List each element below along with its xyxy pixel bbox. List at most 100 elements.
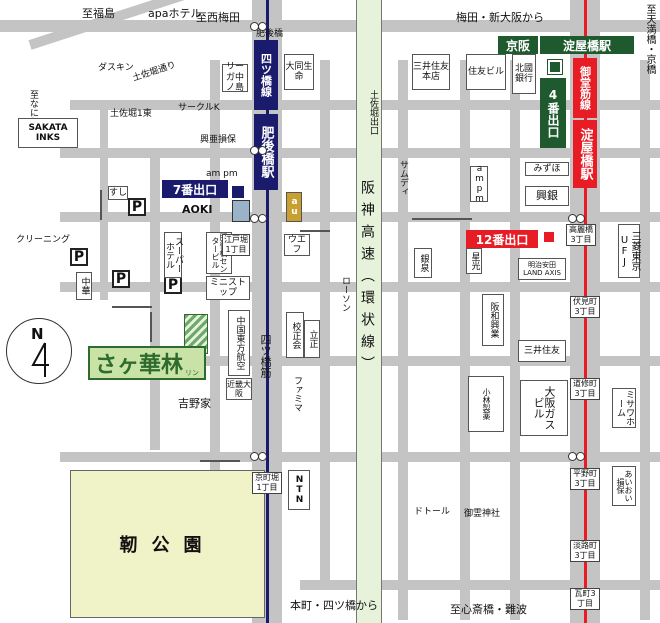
label-shinsaibashi: 至心斎橋・難波 bbox=[450, 603, 527, 616]
block-misawa-label: ミサワホーム bbox=[615, 390, 634, 426]
yotsubashi-line bbox=[266, 0, 269, 623]
block-aioi-label: あいおい損保 bbox=[616, 470, 633, 502]
signal-1 bbox=[250, 22, 272, 31]
block-ritsusei: 立正 bbox=[304, 320, 320, 358]
block-kyomachibori-label: 京町堀1丁目 bbox=[255, 473, 279, 492]
signal-2 bbox=[250, 146, 272, 155]
parking-1: P bbox=[128, 198, 146, 216]
block-mitsui-honten: 三井住友本店 bbox=[412, 54, 450, 90]
block-sumitomo-bldg-label: 住友ビル bbox=[467, 66, 504, 77]
block-sumitomo-bldg: 住友ビル bbox=[466, 54, 506, 90]
exit-7-label: 7番出口 bbox=[172, 182, 218, 197]
block-ntn: NTN bbox=[288, 470, 310, 510]
keihan-banner: 京阪 bbox=[498, 36, 538, 54]
arrow-6 bbox=[100, 190, 102, 220]
arrow-1 bbox=[300, 230, 330, 232]
label-goryo: 御霊神社 bbox=[464, 509, 501, 519]
block-kintetsu: 近畿大阪 bbox=[226, 378, 252, 400]
label-famima: ファミマ bbox=[292, 376, 302, 412]
road-h8 bbox=[300, 580, 660, 590]
restaurant-name: さヶ華林 bbox=[94, 352, 183, 378]
restaurant-ruby: リン bbox=[185, 369, 199, 377]
label-umeda: 梅田・新大阪から bbox=[456, 11, 544, 24]
keihan-banner-label: 京阪 bbox=[505, 38, 530, 53]
parking-3: P bbox=[112, 270, 130, 288]
block-kawaramachi: 瓦町3丁目 bbox=[570, 588, 600, 610]
label-higobashi-top: 肥後橋 bbox=[256, 29, 284, 39]
block-osaka-gas-label: 大阪ガスビル bbox=[532, 386, 556, 430]
block-awajimachi-label: 淡路町3丁目 bbox=[573, 541, 597, 560]
exit-4-label: 4番出口 bbox=[546, 88, 560, 138]
road-v3 bbox=[210, 60, 220, 580]
yodoyabashi-station-banner: 淀屋橋駅 bbox=[573, 120, 597, 188]
exit-4-marker bbox=[547, 59, 563, 75]
block-edobori-label: 江戸堀1丁目 bbox=[224, 235, 248, 254]
block-daido-label: 大同生命 bbox=[285, 61, 313, 82]
exit-12[interactable]: 12番出口 bbox=[466, 230, 538, 248]
signal-5 bbox=[250, 452, 272, 461]
block-seiko-label: 星光 bbox=[469, 252, 480, 270]
parking-2: P bbox=[70, 248, 88, 266]
exit-7-marker bbox=[232, 186, 244, 198]
aoki-bldg bbox=[232, 200, 250, 222]
block-kobayashi-label: 小林製薬 bbox=[482, 388, 491, 420]
block-super-hotel: スーパーホテル bbox=[164, 232, 183, 278]
parking-3-label: P bbox=[115, 271, 127, 287]
label-samdy: サムディ bbox=[398, 160, 408, 196]
block-doshomachi: 道修町3丁目 bbox=[570, 378, 600, 400]
block-meiji: 明治安田LAND AXIS bbox=[518, 258, 566, 280]
block-ampm-mid-label: ampm bbox=[474, 164, 485, 204]
block-ntn-label: NTN bbox=[294, 475, 305, 505]
parking-4: P bbox=[164, 276, 182, 294]
block-meiji-label: 明治安田LAND AXIS bbox=[523, 260, 561, 277]
block-liga: リーガ中ノ島 bbox=[222, 62, 248, 94]
block-sushi: すし bbox=[108, 186, 128, 200]
block-hanwa-label: 阪和興業 bbox=[488, 302, 499, 338]
block-fushimi: 伏見町3丁目 bbox=[570, 296, 600, 318]
yodoyabashi-keihan-banner-label: 淀屋橋駅 bbox=[562, 38, 611, 53]
block-kawaramachi-label: 瓦町3丁目 bbox=[574, 589, 596, 608]
restaurant-sign[interactable]: さヶ華林 リン bbox=[88, 346, 206, 380]
exit-12-label: 12番出口 bbox=[475, 232, 529, 247]
block-kosei-label: 校正会 bbox=[290, 321, 301, 349]
exit-7[interactable]: 7番出口 bbox=[162, 180, 228, 198]
label-apa: apaホテル bbox=[148, 7, 202, 20]
yotsubashi-line-banner: 四ツ橋線 bbox=[254, 40, 278, 110]
label-ampm: am pm bbox=[206, 169, 238, 179]
parking-2-label: P bbox=[73, 249, 85, 265]
label-naniwasuji: 至なにわ筋 bbox=[28, 90, 38, 135]
block-sushi-label: すし bbox=[109, 187, 128, 198]
exit-4[interactable]: 4番出口 bbox=[540, 78, 566, 148]
block-kogin-label: 興銀 bbox=[536, 188, 558, 202]
block-chuka-label: 中華 bbox=[79, 277, 90, 295]
label-cleaning: クリーニング bbox=[16, 235, 71, 245]
arrow-5 bbox=[150, 312, 152, 342]
block-sakata-label: SAKATA INKS bbox=[28, 122, 68, 143]
block-mitsui-sumitomo-label: 三井住友 bbox=[523, 345, 560, 356]
block-ministop-label: ミニストップ bbox=[209, 277, 246, 298]
road-v2 bbox=[150, 150, 160, 450]
north-arrow-label: N bbox=[31, 325, 44, 343]
block-ministop: ミニストップ bbox=[206, 276, 250, 300]
block-ginsen: 銀泉 bbox=[414, 248, 432, 278]
utsubo-park: 靭公園 bbox=[70, 470, 265, 618]
north-arrow-icon bbox=[31, 342, 49, 377]
block-liga-label: リーガ中ノ島 bbox=[225, 62, 244, 94]
block-mitsui-sumitomo: 三井住友 bbox=[518, 340, 566, 362]
label-shifuku: 至福島 bbox=[82, 7, 115, 20]
yodoyabashi-station-banner-label: 淀屋橋駅 bbox=[577, 128, 593, 180]
block-osaka-gas: 大阪ガスビル bbox=[520, 380, 568, 436]
block-seiko: 星光 bbox=[466, 248, 482, 274]
block-hanwa: 阪和興業 bbox=[482, 294, 504, 346]
road-v6 bbox=[398, 60, 408, 620]
label-tosabori1: 土佐堀1東 bbox=[110, 109, 152, 119]
block-hiranomachi-label: 平野町3丁目 bbox=[573, 469, 597, 488]
block-sakata: SAKATA INKS bbox=[18, 118, 78, 148]
block-au: au bbox=[286, 192, 302, 222]
block-super-hotel-label: スーパーホテル bbox=[164, 237, 183, 273]
road-v10 bbox=[640, 60, 650, 620]
block-kosei: 校正会 bbox=[286, 312, 304, 358]
block-awajimachi: 淡路町3丁目 bbox=[570, 540, 600, 562]
road-v5 bbox=[320, 60, 330, 580]
